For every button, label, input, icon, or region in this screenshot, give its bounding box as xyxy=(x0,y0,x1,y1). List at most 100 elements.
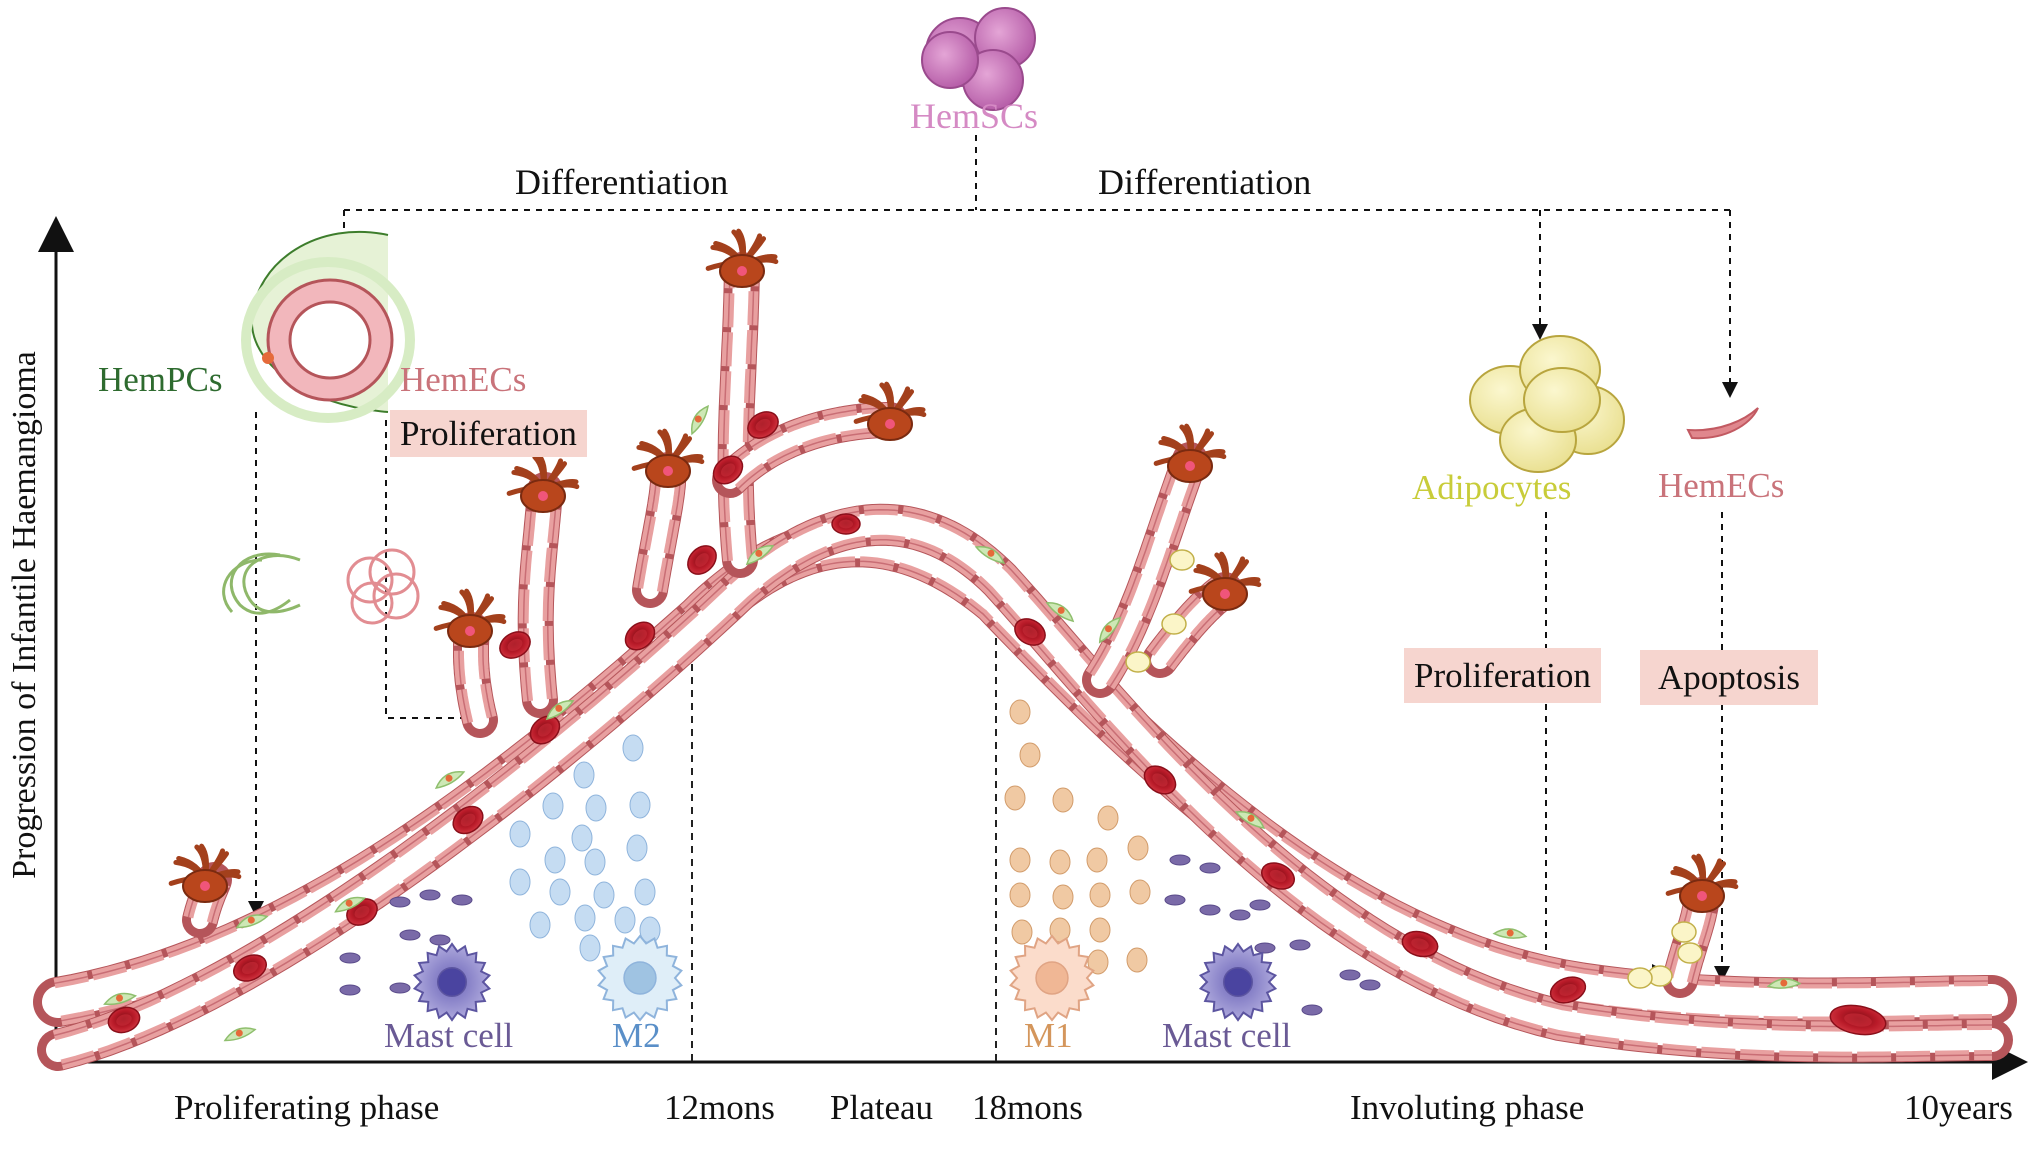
red-blood-cell xyxy=(499,631,531,659)
x-label-plateau: Plateau xyxy=(830,1088,934,1127)
m2-granule xyxy=(509,868,531,896)
red-blood-cell xyxy=(1829,1004,1887,1036)
m1-granule xyxy=(1089,882,1111,908)
mast-cell-label-right: Mast cell xyxy=(1162,1016,1292,1055)
differentiation-left-label: Differentiation xyxy=(515,162,729,202)
x-label-18mons: 18mons xyxy=(972,1088,1083,1127)
pericyte xyxy=(1766,978,1802,989)
mast-granule xyxy=(1301,1004,1323,1016)
pericyte xyxy=(545,700,575,721)
pericyte xyxy=(103,992,138,1006)
adipocyte-small xyxy=(1671,921,1697,943)
adipocyte-small xyxy=(1161,613,1187,635)
mast-granule xyxy=(419,889,441,901)
mast-granule xyxy=(429,934,451,946)
m2-granule xyxy=(614,906,636,934)
red-blood-cell xyxy=(1261,862,1295,890)
apoptosis-label: Apoptosis xyxy=(1640,650,1818,705)
mast-granule xyxy=(451,894,473,906)
immune-cells xyxy=(339,699,1381,1022)
tip-cell-5 xyxy=(705,228,779,288)
mast-granule xyxy=(399,929,421,941)
red-blood-cell xyxy=(107,1006,141,1034)
red-blood-cell xyxy=(1014,618,1046,646)
tip-cell-4 xyxy=(631,428,705,488)
mast-granule xyxy=(1199,904,1221,916)
adipocyte-small xyxy=(1125,651,1151,673)
mast-granule xyxy=(339,984,361,996)
x-label-proliferating-phase: Proliferating phase xyxy=(174,1088,440,1127)
m1-granule xyxy=(1129,879,1151,905)
mast-granule xyxy=(1229,909,1251,921)
m1-granule xyxy=(1004,785,1026,811)
vessel-branch-5 xyxy=(717,252,760,578)
m1-granule xyxy=(1009,699,1031,725)
tip-cell-1 xyxy=(168,843,242,903)
m1-granule xyxy=(1009,882,1031,908)
m2-macrophage xyxy=(597,934,683,1022)
m2-label: M2 xyxy=(612,1016,661,1055)
m1-granule xyxy=(1052,884,1074,910)
pericyte xyxy=(434,770,466,789)
proliferation-label-left: Proliferation xyxy=(390,410,587,457)
m2-granule xyxy=(584,848,606,876)
tip-cell-7 xyxy=(1153,423,1227,483)
adipocyte-small xyxy=(1677,942,1703,964)
red-blood-cell xyxy=(1549,976,1587,1004)
m2-granule xyxy=(629,791,651,819)
red-blood-cell xyxy=(1401,930,1439,958)
hemscs-label: HemSCs xyxy=(910,96,1039,136)
phase-dividers xyxy=(691,625,997,1062)
mast-granule xyxy=(1289,939,1311,951)
x-label-12mons: 12mons xyxy=(664,1088,775,1127)
m1-granule xyxy=(1009,847,1031,873)
red-blood-cell xyxy=(747,411,779,439)
m2-granule xyxy=(571,824,593,852)
tip-cell-6 xyxy=(853,381,927,441)
proliferation-label-right: Proliferation xyxy=(1404,648,1601,703)
blood-vessel-network xyxy=(33,228,2017,1071)
pericyte xyxy=(1234,810,1266,829)
m1-granule xyxy=(1089,917,1111,943)
mast-granule xyxy=(1339,969,1361,981)
adipocyte-small xyxy=(1627,967,1653,989)
tip-cell-8 xyxy=(1188,551,1262,611)
mast-granule xyxy=(389,982,411,994)
pericyte xyxy=(1098,616,1122,644)
mast-granule xyxy=(1164,894,1186,906)
m2-granule xyxy=(529,911,551,939)
vessel-lower xyxy=(37,503,2013,1071)
red-blood-cell xyxy=(712,455,744,485)
x-label-10years: 10years xyxy=(1904,1088,2013,1127)
m2-granule xyxy=(544,846,566,874)
red-blood-cell xyxy=(687,545,717,575)
pericyte xyxy=(690,404,709,436)
red-blood-cell xyxy=(452,805,484,835)
axes xyxy=(38,216,2028,1080)
pericyte xyxy=(334,896,366,913)
m1-granule xyxy=(1127,835,1149,861)
m2-granule xyxy=(622,734,644,762)
pericyte xyxy=(745,545,775,566)
adipocytes-label: Adipocytes xyxy=(1412,468,1572,507)
hemecs-fragments xyxy=(346,548,420,625)
pericyte xyxy=(235,914,269,929)
m1-granule xyxy=(1126,947,1148,973)
m1-granule xyxy=(1086,847,1108,873)
m1-granule xyxy=(1097,805,1119,831)
m1-granule xyxy=(1087,949,1109,975)
m2-granule xyxy=(509,820,531,848)
mast-granule xyxy=(389,896,411,908)
m2-granule xyxy=(542,792,564,820)
m1-label: M1 xyxy=(1024,1016,1073,1055)
red-blood-cell xyxy=(233,954,267,982)
m2-granule xyxy=(574,904,596,932)
tip-cell-3 xyxy=(506,453,580,513)
y-axis-label: Progression of Infantile Haemangioma xyxy=(6,351,43,879)
red-blood-cell xyxy=(529,715,561,745)
mast-cell-label-left: Mast cell xyxy=(384,1016,514,1055)
pericyte xyxy=(223,1027,257,1042)
m1-granule xyxy=(1049,849,1071,875)
